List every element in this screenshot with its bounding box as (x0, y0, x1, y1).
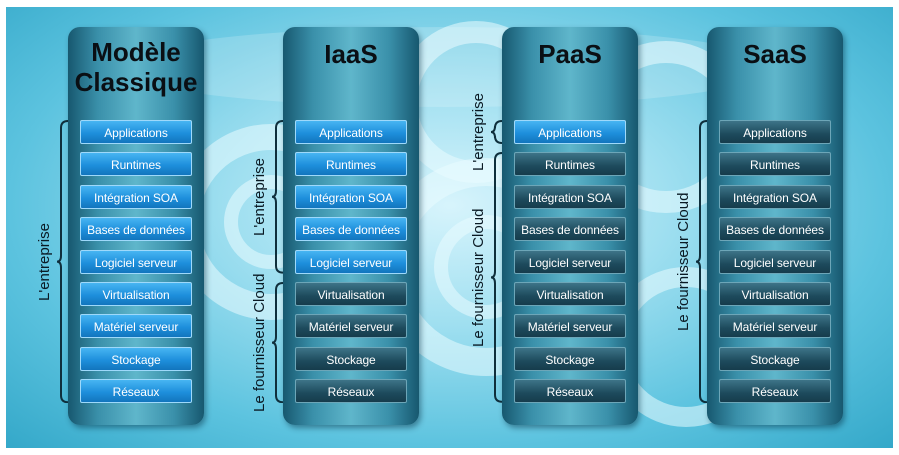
layer-virtualisation: Virtualisation (514, 282, 626, 306)
column-title: Modèle (91, 37, 181, 67)
company-label: L'entreprise (36, 222, 53, 301)
layer-bases-de-donnees: Bases de données (514, 217, 626, 242)
layer-virtualisation: Virtualisation (295, 282, 407, 306)
layer-materiel-serveur: Matériel serveur (80, 314, 192, 339)
layer-stockage: Stockage (80, 346, 192, 371)
layer-materiel-serveur: Matériel serveur (719, 314, 831, 339)
column-title: IaaS (324, 39, 378, 69)
column-title: PaaS (538, 39, 602, 69)
column-title: Classique (74, 67, 198, 97)
layer-integration-soa: Intégration SOA (80, 184, 192, 209)
layer-logiciel-serveur: Logiciel serveur (80, 249, 192, 274)
layer-virtualisation: Virtualisation (719, 282, 831, 306)
layer-runtimes: Runtimes (514, 152, 626, 177)
layer-materiel-serveur: Matériel serveur (514, 314, 626, 339)
layer-applications: Applications (80, 120, 192, 144)
layer-integration-soa: Intégration SOA (295, 184, 407, 209)
layer-runtimes: Runtimes (295, 152, 407, 177)
column-title: SaaS (743, 39, 807, 69)
layer-runtimes: Runtimes (719, 152, 831, 177)
provider-label: Le fournisseur Cloud (470, 208, 487, 347)
layer-logiciel-serveur: Logiciel serveur (295, 249, 407, 274)
provider-label: Le fournisseur Cloud (675, 192, 692, 331)
layer-stockage: Stockage (514, 346, 626, 371)
layer-reseaux: Réseaux (80, 379, 192, 404)
company-label: L'entreprise (251, 157, 268, 236)
layer-reseaux: Réseaux (295, 379, 407, 404)
layer-reseaux: Réseaux (719, 379, 831, 404)
layer-applications: Applications (295, 120, 407, 144)
layer-integration-soa: Intégration SOA (719, 184, 831, 209)
layer-runtimes: Runtimes (80, 152, 192, 177)
company-label: L'entreprise (470, 93, 487, 171)
layer-bases-de-donnees: Bases de données (80, 217, 192, 242)
layer-applications: Applications (514, 120, 626, 144)
layer-applications: Applications (719, 120, 831, 144)
provider-label: Le fournisseur Cloud (251, 273, 268, 412)
layer-virtualisation: Virtualisation (80, 282, 192, 306)
layer-logiciel-serveur: Logiciel serveur (719, 249, 831, 274)
layer-bases-de-donnees: Bases de données (719, 217, 831, 242)
layer-stockage: Stockage (719, 346, 831, 371)
layer-bases-de-donnees: Bases de données (295, 217, 407, 242)
layer-integration-soa: Intégration SOA (514, 184, 626, 209)
layer-materiel-serveur: Matériel serveur (295, 314, 407, 339)
layer-stockage: Stockage (295, 346, 407, 371)
layer-reseaux: Réseaux (514, 379, 626, 404)
layer-logiciel-serveur: Logiciel serveur (514, 249, 626, 274)
